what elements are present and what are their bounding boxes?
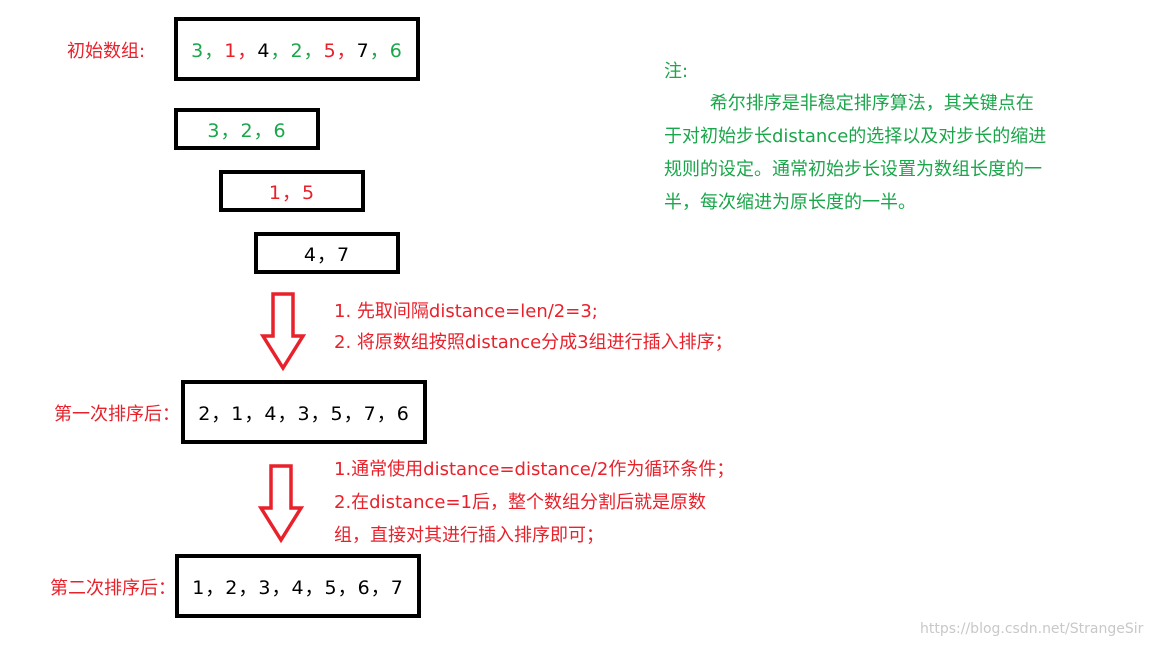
first-sort-label: 第一次排序后： — [54, 404, 180, 425]
down-arrow-icon-2 — [258, 464, 304, 544]
initial-array-token: ， — [237, 39, 258, 62]
group-box-3: 4，7 — [254, 232, 400, 274]
down-arrow-icon — [260, 292, 306, 372]
first-sort-values: 2，1，4，3，5，7，6 — [198, 402, 410, 425]
initial-array-token: 7 — [356, 39, 370, 62]
step2-note-2: 2.在distance=1后，整个数组分割后就是原数 — [334, 492, 706, 513]
initial-array-token: ， — [303, 39, 324, 62]
initial-array-token: 4 — [257, 39, 271, 62]
initial-array-token: 2 — [290, 39, 304, 62]
note-title: 注: — [664, 61, 689, 82]
note-line-2: 于对初始步长distance的选择以及对步长的缩进 — [664, 126, 1047, 147]
initial-array-token: ， — [204, 39, 225, 62]
note-line-1: 希尔排序是非稳定排序算法，其关键点在 — [664, 93, 1034, 114]
initial-array-token: 6 — [389, 39, 403, 62]
group-1-values: 3，2，6 — [207, 119, 287, 142]
initial-array-label: 初始数组: — [67, 41, 146, 62]
second-sort-box: 1，2，3，4，5，6，7 — [175, 554, 421, 618]
step2-note-1: 1.通常使用distance=distance/2作为循环条件； — [334, 459, 735, 480]
first-sort-box: 2，1，4，3，5，7，6 — [181, 380, 427, 444]
initial-array-token: ， — [369, 39, 390, 62]
watermark: https://blog.csdn.net/StrangeSir — [920, 621, 1144, 637]
step1-note-2: 2. 将原数组按照distance分成3组进行插入排序； — [334, 332, 733, 353]
second-sort-values: 1，2，3，4，5，6，7 — [192, 576, 404, 599]
second-sort-label: 第二次排序后： — [50, 578, 176, 599]
initial-array-values: 3，1，4，2，5，7，6 — [191, 36, 403, 63]
initial-array-token: 3 — [191, 39, 205, 62]
note-line-3: 规则的设定。通常初始步长设置为数组长度的一 — [664, 159, 1042, 180]
group-2-values: 1，5 — [268, 181, 316, 204]
initial-array-token: ， — [270, 39, 291, 62]
initial-array-token: ， — [336, 39, 357, 62]
group-box-2: 1，5 — [219, 170, 365, 212]
group-3-values: 4，7 — [303, 243, 351, 266]
initial-array-token: 1 — [224, 39, 238, 62]
step1-note-1: 1. 先取间隔distance=len/2=3; — [334, 301, 598, 322]
initial-array-box: 3，1，4，2，5，7，6 — [174, 17, 420, 81]
group-box-1: 3，2，6 — [174, 108, 320, 150]
initial-array-token: 5 — [323, 39, 337, 62]
note-line-4: 半，每次缩进为原长度的一半。 — [664, 192, 916, 213]
step2-note-3: 组，直接对其进行插入排序即可； — [334, 525, 604, 546]
